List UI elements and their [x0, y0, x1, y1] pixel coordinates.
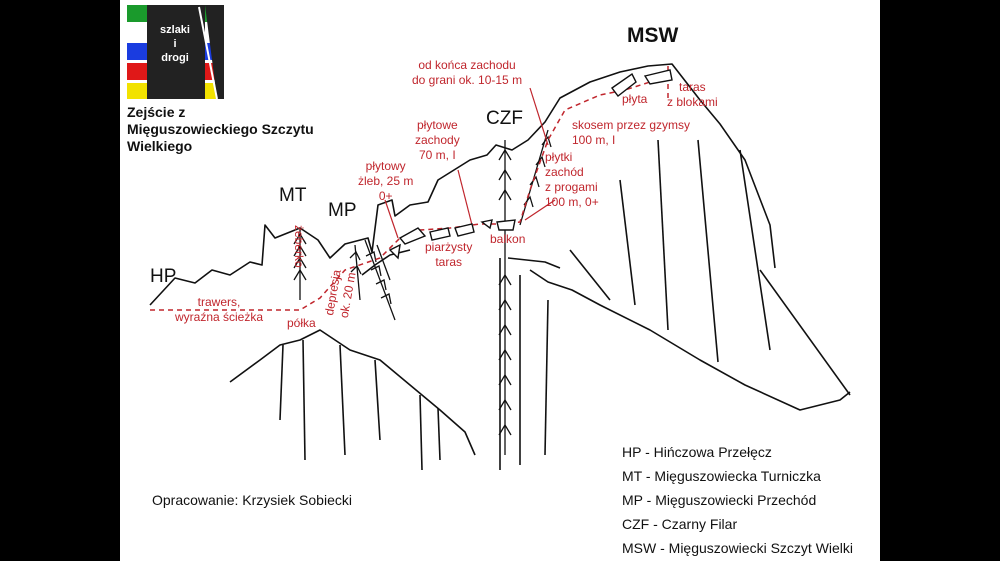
ledges [388, 69, 673, 260]
note-plytki: płytki zachód z progami 100 m, 0+ [545, 150, 599, 209]
face-crack-5 [419, 394, 423, 471]
face-crack-4 [374, 359, 381, 441]
note-plytowe-zachody: płytowe zachody 70 m, I [415, 118, 460, 162]
note-piarzysty: piarżysty taras [425, 240, 473, 269]
legend-item: MP - Mięguszowiecki Przechód [622, 492, 817, 508]
legend-item: MSW - Mięguszowiecki Szczyt Wielki [622, 540, 854, 556]
route-arrows [293, 129, 552, 455]
right-face-crack-3 [619, 179, 636, 306]
right-face-crack-7 [759, 269, 851, 396]
right-face-crack-6 [739, 149, 771, 351]
note-zeberko: żeberko [292, 225, 306, 268]
note-plytowy-zleb: płytowy żleb, 25 m 0+ [358, 159, 414, 203]
note-trawers: trawers, wyraźna ścieżka [175, 295, 264, 324]
legend-item: CZF - Czarny Filar [622, 516, 738, 532]
right-face [529, 269, 851, 411]
peak-czf: CZF [486, 108, 523, 129]
descent-route [150, 66, 669, 311]
note-balkon: balkon [490, 232, 526, 246]
note-taras-bloki: taras z blokami [667, 80, 718, 109]
peak-msw: MSW [627, 24, 679, 47]
legend-item: MT - Mięguszowiecka Turniczka [622, 468, 821, 484]
face-crack-3 [339, 344, 346, 456]
ridge-outline [149, 63, 776, 306]
right-face-crack-5 [697, 139, 719, 363]
note-plyta: płyta [622, 92, 648, 106]
logo-peak-icon [198, 5, 224, 99]
peak-hp: HP [150, 266, 177, 287]
face-crack-1 [279, 344, 284, 421]
leader-lines [384, 87, 556, 239]
right-face-crack-2 [569, 249, 611, 301]
logo-text: szlaki i drogi [160, 24, 190, 64]
peak-mp: MP [328, 200, 357, 221]
note-od-konca: od końca zachodu do grani ok. 10-15 m [412, 58, 523, 87]
note-skosem: skosem przez gzymsy 100 m, I [572, 118, 691, 147]
page-title: Zejście z Mięguszowieckiego Szczytu Wiel… [127, 104, 314, 154]
legend: HP - Hińczowa Przełęcz MT - Mięguszowiec… [622, 440, 853, 560]
right-face-crack-1 [544, 299, 549, 456]
face-crack-2 [302, 339, 306, 461]
legend-item: HP - Hińczowa Przełęcz [622, 444, 772, 460]
pillar-foot [507, 257, 561, 269]
credit: Opracowanie: Krzysiek Sobiecki [152, 492, 352, 508]
face-crack-6 [437, 407, 441, 461]
logo-box [147, 5, 205, 99]
note-polka: półka [287, 316, 316, 330]
peak-mt: MT [279, 185, 307, 206]
logo: szlaki i drogi [127, 5, 224, 99]
left-face [229, 329, 476, 456]
right-face-crack-4 [657, 139, 669, 331]
